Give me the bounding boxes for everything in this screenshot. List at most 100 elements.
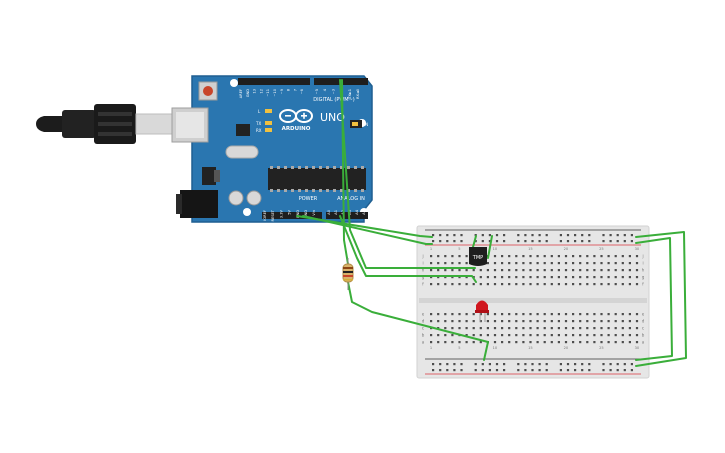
breadboard-hole bbox=[593, 255, 596, 258]
breadboard-hole bbox=[515, 327, 518, 330]
breadboard-hole bbox=[517, 240, 520, 243]
breadboard-hole bbox=[465, 334, 468, 337]
breadboard-hole bbox=[437, 320, 440, 323]
breadboard-hole bbox=[635, 320, 639, 323]
breadboard-hole bbox=[559, 234, 562, 237]
breadboard-hole bbox=[458, 276, 461, 279]
breadboard-hole bbox=[579, 262, 582, 265]
breadboard-hole bbox=[557, 320, 560, 323]
breadboard-hole bbox=[607, 262, 610, 265]
breadboard-hole bbox=[439, 240, 442, 243]
column-number: 20 bbox=[564, 247, 569, 251]
breadboard-hole bbox=[574, 369, 577, 372]
breadboard-hole bbox=[444, 334, 447, 337]
row-letter: c bbox=[422, 326, 424, 331]
wire-5v-to-top-rail bbox=[302, 215, 433, 245]
breadboard-hole bbox=[607, 313, 610, 316]
breadboard-hole bbox=[437, 313, 440, 316]
breadboard-hole bbox=[444, 255, 447, 258]
breadboard-hole bbox=[493, 320, 497, 323]
breadboard-hole bbox=[522, 283, 525, 286]
breadboard-hole bbox=[458, 313, 461, 316]
breadboard-hole bbox=[628, 283, 631, 286]
row-letter: d bbox=[422, 319, 425, 324]
power-pin-label: GND bbox=[304, 210, 308, 218]
breadboard-hole bbox=[503, 240, 506, 243]
breadboard-hole bbox=[515, 276, 518, 279]
breadboard-hole bbox=[479, 341, 482, 344]
breadboard-hole bbox=[479, 313, 482, 316]
digital-pin-label: 4 bbox=[323, 88, 327, 91]
breadboard-hole bbox=[630, 234, 633, 237]
breadboard-hole bbox=[529, 313, 532, 316]
breadboard-hole bbox=[579, 269, 582, 272]
breadboard-hole bbox=[635, 276, 639, 279]
breadboard-hole bbox=[630, 240, 633, 243]
breadboard-hole bbox=[550, 255, 553, 258]
breadboard-hole bbox=[635, 283, 639, 286]
breadboard-hole bbox=[465, 255, 468, 258]
breadboard-hole bbox=[529, 327, 532, 330]
breadboard-hole bbox=[486, 320, 489, 323]
analog-label: ANALOG IN bbox=[337, 196, 365, 202]
breadboard-hole bbox=[581, 369, 584, 372]
breadboard-hole bbox=[572, 334, 575, 337]
breadboard-hole bbox=[538, 234, 541, 237]
breadboard-hole bbox=[600, 276, 603, 279]
breadboard-hole bbox=[581, 234, 584, 237]
breadboard-hole bbox=[621, 320, 624, 323]
breadboard-hole bbox=[437, 341, 440, 344]
breadboard-hole bbox=[628, 269, 631, 272]
breadboard-hole bbox=[522, 269, 525, 272]
breadboard-hole bbox=[522, 341, 525, 344]
breadboard-hole bbox=[600, 320, 603, 323]
breadboard-hole bbox=[588, 240, 591, 243]
breadboard-hole bbox=[451, 334, 454, 337]
breadboard-hole bbox=[586, 313, 589, 316]
breadboard-hole bbox=[621, 341, 624, 344]
breadboard-hole bbox=[451, 262, 454, 265]
breadboard-hole bbox=[572, 327, 575, 330]
breadboard-hole bbox=[621, 283, 624, 286]
breadboard-hole bbox=[472, 283, 475, 286]
breadboard-hole bbox=[545, 234, 548, 237]
row-letter: f bbox=[642, 282, 644, 287]
breadboard-hole bbox=[635, 313, 639, 316]
breadboard-hole bbox=[564, 262, 568, 265]
breadboard-hole bbox=[432, 369, 435, 372]
temperature-sensor: TMP bbox=[469, 247, 487, 266]
breadboard-hole bbox=[566, 363, 570, 366]
breadboard-hole bbox=[600, 334, 603, 337]
breadboard-hole bbox=[501, 313, 504, 316]
breadboard-hole bbox=[524, 363, 527, 366]
breadboard-hole bbox=[465, 320, 468, 323]
row-letter: e bbox=[422, 312, 425, 317]
breadboard-hole bbox=[503, 234, 506, 237]
breadboard-hole bbox=[465, 262, 468, 265]
breadboard-hole bbox=[593, 327, 596, 330]
breadboard-hole bbox=[493, 334, 497, 337]
breadboard-hole bbox=[579, 341, 582, 344]
power-pin-label: Vin bbox=[312, 210, 316, 216]
breadboard-hole bbox=[614, 269, 617, 272]
breadboard-hole bbox=[458, 283, 461, 286]
breadboard-hole bbox=[493, 283, 497, 286]
breadboard-hole bbox=[453, 234, 456, 237]
breadboard-hole bbox=[479, 276, 482, 279]
breadboard-hole bbox=[488, 240, 491, 243]
breadboard-hole bbox=[524, 240, 527, 243]
breadboard-hole bbox=[453, 240, 456, 243]
breadboard-hole bbox=[493, 262, 497, 265]
row-letter: a bbox=[642, 340, 645, 345]
breadboard-hole bbox=[458, 255, 461, 258]
breadboard-hole bbox=[486, 334, 489, 337]
breadboard-hole bbox=[630, 363, 633, 366]
breadboard-hole bbox=[550, 313, 553, 316]
breadboard-hole bbox=[536, 283, 539, 286]
breadboard-hole bbox=[564, 313, 568, 316]
breadboard-hole bbox=[451, 276, 454, 279]
breadboard-hole bbox=[628, 313, 631, 316]
breadboard-hole bbox=[439, 234, 442, 237]
